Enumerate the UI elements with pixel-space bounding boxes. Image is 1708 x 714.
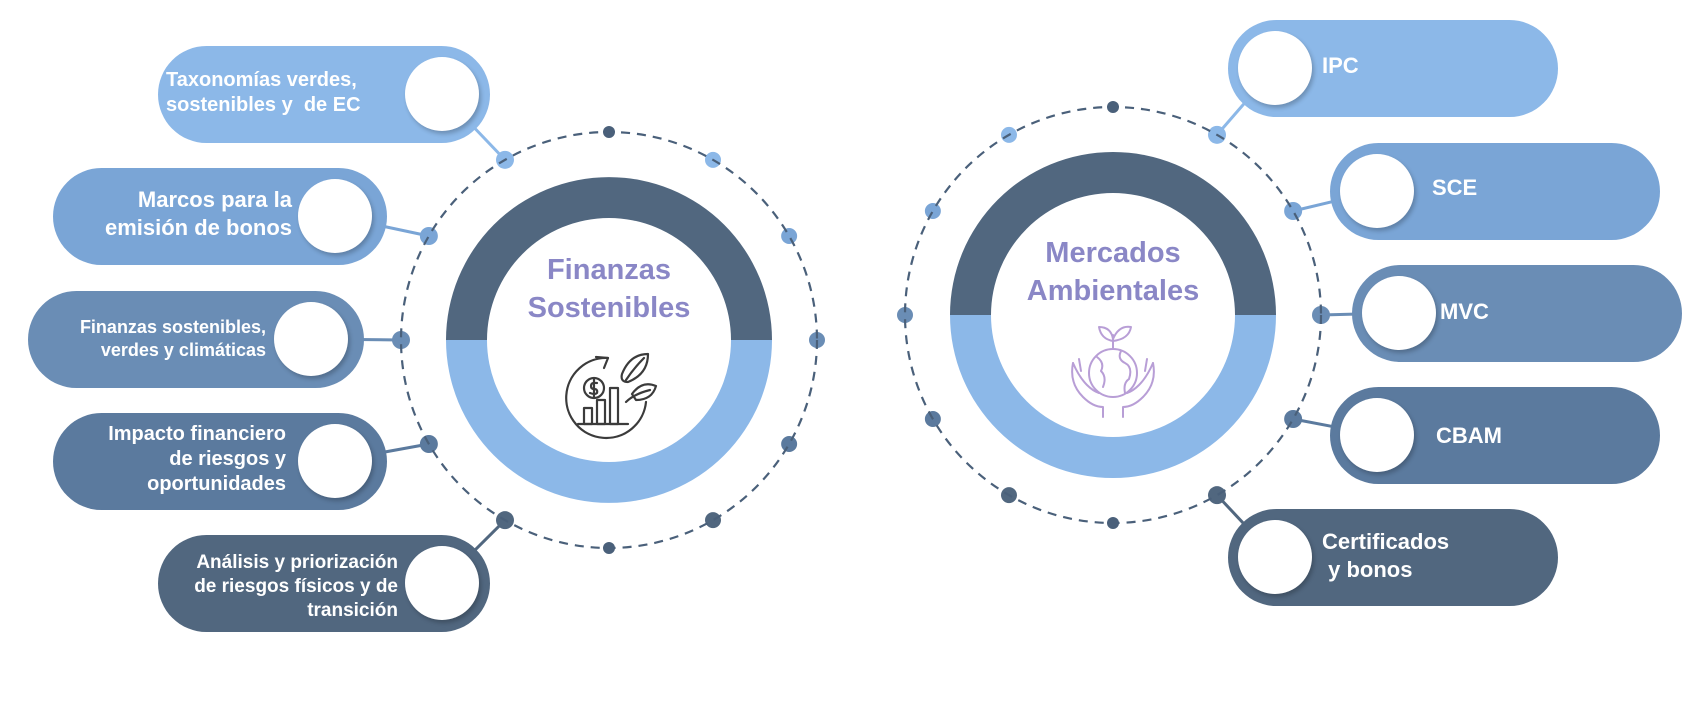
orbit-dot: [1001, 126, 1017, 143]
right-connector-dot: [1284, 202, 1303, 220]
right-item-label: Certificados y bonos: [1322, 528, 1542, 583]
right-connector-dot: [1208, 125, 1226, 144]
orbit-dot: [897, 307, 913, 323]
left-connector-dot: [419, 227, 438, 245]
orbit-dot: [809, 332, 825, 348]
left-item-label-line: Análisis y priorización: [196, 552, 398, 573]
left-item-label: Impacto financiero de riesgos y oportunida…: [58, 422, 286, 497]
left-item-label-line: de riesgos físicos y de: [194, 575, 398, 597]
right-item-label: IPC: [1322, 52, 1522, 80]
left-item-knob: [405, 57, 479, 131]
left-item-knob: [274, 302, 348, 376]
right-item-knob: [1340, 398, 1414, 472]
right-item-knob: [1340, 154, 1414, 228]
right-hub-title-line: Mercados: [1045, 237, 1181, 269]
orbit-dot: [1107, 517, 1119, 529]
left-item-label-line: Finanzas sostenibles,: [79, 317, 266, 337]
orbit-dot: [603, 126, 615, 138]
right-hub-title: Mercados Ambientales: [993, 235, 1233, 310]
growth-chart-leaf-icon: [565, 352, 658, 440]
right-item-label-line: SCE: [1432, 175, 1478, 200]
left-item-label-line: de riesgos y: [169, 448, 286, 470]
orbit-dot: [924, 411, 941, 427]
right-item-label-line: IPC: [1322, 53, 1359, 78]
left-item-label-line: emisión de bonos: [104, 214, 292, 240]
left-hub-title-line: Finanzas: [546, 254, 672, 286]
left-hub-title: Finanzas Sostenibles: [489, 252, 729, 327]
right-connector-dot: [1312, 306, 1330, 324]
left-item-label-line: Marcos para la: [137, 187, 292, 212]
left-item-label-line: Impacto financiero: [108, 423, 286, 445]
right-hub-title-line: Ambientales: [1026, 274, 1200, 307]
left-item-label-line: Taxonomías verdes,: [166, 69, 357, 91]
orbit-dot: [705, 151, 721, 168]
right-item-label-line: Certificados: [1322, 529, 1450, 554]
left-connector-dot: [496, 150, 514, 169]
right-item-knob: [1362, 276, 1436, 350]
left-item-label-line: sostenibles y de EC: [166, 94, 361, 116]
hands-globe-plant-icon: [1071, 325, 1155, 418]
right-item-label: CBAM: [1436, 422, 1636, 450]
orbit-dot: [1107, 101, 1119, 113]
right-item-label-line: y bonos: [1322, 556, 1413, 582]
left-item-label-line: oportunidades: [147, 473, 286, 495]
right-item-knob: [1238, 520, 1312, 594]
orbit-dot: [705, 512, 721, 529]
left-item-label-line: transición: [307, 599, 398, 621]
left-item-label-line: verdes y climáticas: [100, 339, 266, 360]
right-item-label: SCE: [1432, 174, 1632, 202]
right-connector-dot: [1208, 486, 1226, 505]
left-item-knob: [298, 424, 372, 498]
left-hub-title-line: Sostenibles: [527, 291, 691, 324]
right-connector-dot: [1284, 410, 1303, 428]
left-connector-dot: [392, 331, 410, 349]
right-item-label-line: MVC: [1440, 299, 1489, 324]
left-item-label: Finanzas sostenibles,verdes y climáticas: [36, 316, 266, 361]
right-item-label-line: CBAM: [1436, 423, 1502, 448]
orbit-dot: [781, 436, 798, 452]
right-item-label: MVC: [1440, 298, 1640, 326]
orbit-dot: [924, 203, 941, 219]
left-item-label: Taxonomías verdes, sostenibles y de EC: [166, 68, 404, 118]
left-item-knob: [298, 179, 372, 253]
right-item-knob: [1238, 31, 1312, 105]
left-item-knob: [405, 546, 479, 620]
orbit-dot: [781, 228, 798, 244]
left-connector-dot: [496, 511, 514, 530]
left-connector-dot: [419, 435, 438, 453]
orbit-dot: [603, 542, 615, 554]
orbit-dot: [1001, 487, 1017, 504]
